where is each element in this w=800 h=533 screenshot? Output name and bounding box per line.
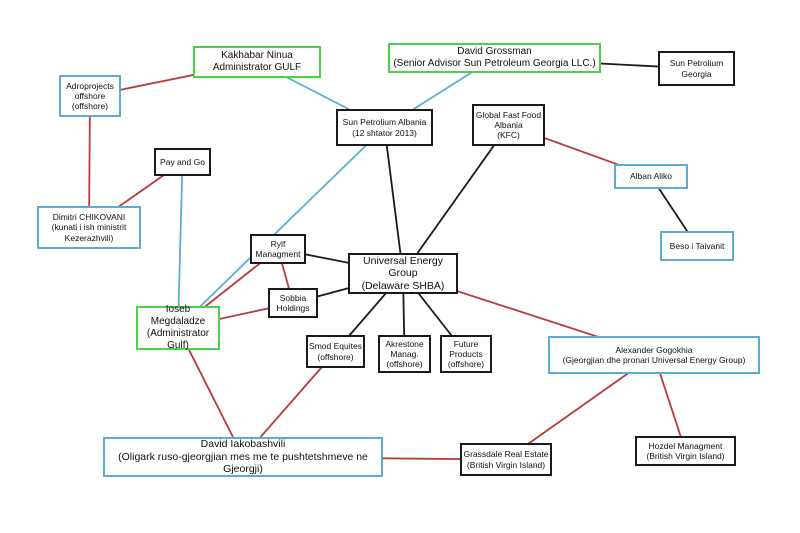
node-label-line: Beso i Taivanit bbox=[669, 240, 725, 251]
node-label-line: Sobbia bbox=[279, 292, 307, 303]
node-label-line: Alexander Gogokhia bbox=[615, 344, 693, 355]
edge-kfc-ueg bbox=[402, 124, 510, 275]
edge-sunAlbania-ueg bbox=[383, 127, 404, 274]
node-label-line: Georgia bbox=[681, 68, 712, 79]
node-label-line: (kunati i ish ministrit bbox=[51, 222, 127, 233]
node-label-line: (Senior Advisor Sun Petroleum Georgia LL… bbox=[393, 58, 596, 69]
node-label-line: David Iakobashvili bbox=[200, 438, 286, 451]
node-hozdel-managment: Hozdel Managment(British Virgin Island) bbox=[635, 436, 736, 466]
node-label-line: offshore bbox=[74, 90, 106, 101]
node-label-line: Future bbox=[453, 338, 479, 349]
edge-payGo-ioseb bbox=[177, 161, 184, 329]
node-label-line: Sun Petrolium Albania bbox=[342, 117, 427, 128]
node-label-line: Kezerazhvili) bbox=[64, 232, 114, 243]
node-label-line: Manag. bbox=[390, 348, 419, 359]
node-label-line: Pay and Go bbox=[160, 156, 205, 167]
node-label-line: Adroprojects bbox=[66, 80, 114, 91]
node-label-line: (Delaware SHBA) bbox=[361, 279, 445, 292]
node-label-line: (KFC) bbox=[497, 130, 520, 140]
node-label-line: (Gjeorgjian dhe pronari Universal Energy… bbox=[562, 355, 746, 365]
node-label-line: Dimitri CHIKOVANI bbox=[52, 212, 126, 223]
node-label-line: Products bbox=[449, 348, 483, 359]
node-label-line: (offshore) bbox=[317, 351, 354, 362]
node-label-line: Universal Energy Group bbox=[363, 254, 443, 280]
node-david-iakobashvili: David Iakobashvili(Oligark ruso-gjeorgji… bbox=[103, 437, 383, 477]
node-grassdale-real-estate: Grassdale Real Estate(British Virgin Isl… bbox=[460, 443, 552, 476]
node-label-line: (offshore) bbox=[71, 101, 109, 111]
edge-adro-dimitri bbox=[88, 95, 91, 228]
node-label-line: (12 shtator 2013) bbox=[352, 127, 417, 138]
node-label-line: Kakhabar Ninua bbox=[221, 50, 293, 62]
node-label-line: Global Fast Food bbox=[475, 109, 542, 120]
node-label-line: Akrestone bbox=[385, 338, 424, 349]
node-david-grossman: David Grossman(Senior Advisor Sun Petrol… bbox=[388, 43, 601, 73]
node-ioseb-megdaladze: Ioseb Megdaladze(Administrator Gulf) bbox=[136, 304, 220, 351]
node-alexander-gogokhia: Alexander Gogokhia(Gjeorgjian dhe pronar… bbox=[548, 336, 760, 374]
node-label-line: Administrator GULF bbox=[212, 62, 302, 73]
node-label-line: (Oligark ruso-gjeorgjian mes me te pusht… bbox=[118, 450, 368, 476]
node-universal-energy-group: Universal Energy Group(Delaware SHBA) bbox=[348, 253, 458, 294]
node-label-line: (British Virgin Island) bbox=[466, 459, 546, 470]
node-label-line: David Grossman bbox=[457, 46, 532, 58]
edge-sunAlbania-ioseb bbox=[177, 126, 386, 329]
node-dimitri-chikovani: Dimitri CHIKOVANI(kunati i ish ministrit… bbox=[37, 206, 141, 249]
node-label-line: Managment bbox=[255, 249, 301, 259]
node-label-line: Hozdel Managment bbox=[648, 440, 723, 451]
node-alban-aliko: Alban Aliko bbox=[614, 164, 688, 189]
node-label-line: Sun Petrolium bbox=[669, 58, 724, 69]
node-label-line: (British Virgin Island) bbox=[646, 451, 725, 461]
node-label-line: Grassdale Real Estate bbox=[463, 449, 549, 460]
node-label-line: (offshore) bbox=[386, 359, 423, 369]
node-label-line: Smod Equites bbox=[309, 341, 362, 352]
node-label-line: (Administrator Gulf) bbox=[146, 328, 210, 351]
node-beso-i-taivanit: Beso i Taivanit bbox=[660, 231, 734, 261]
node-label-line: Albania bbox=[494, 119, 523, 130]
node-label-line: Rylf bbox=[270, 238, 286, 249]
node-label-line: (offshore) bbox=[447, 359, 485, 369]
node-pay-and-go: Pay and Go bbox=[154, 148, 211, 176]
node-label-line: Ioseb Megdaladze bbox=[150, 304, 206, 328]
node-sun-petrolium-albania: Sun Petrolium Albania(12 shtator 2013) bbox=[336, 109, 433, 146]
node-label-line: Alban Aliko bbox=[629, 171, 673, 182]
node-label-line: Holdings bbox=[276, 303, 310, 313]
node-smod-equites: Smod Equites(offshore) bbox=[306, 335, 365, 368]
